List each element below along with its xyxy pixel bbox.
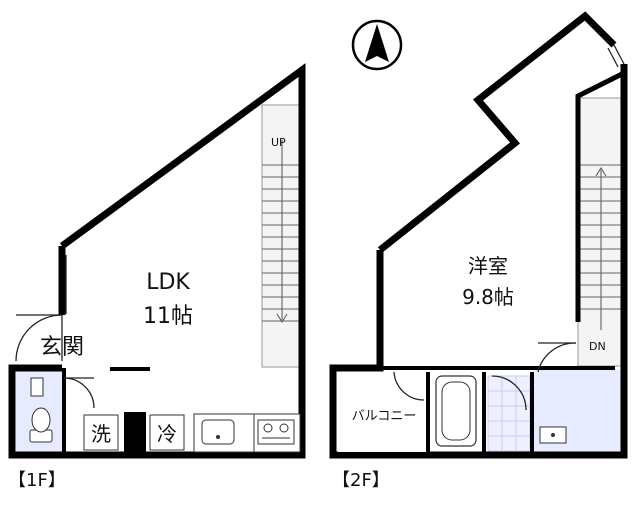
washer-box	[83, 414, 119, 451]
north-arrow-icon	[351, 19, 403, 71]
floor-tile	[515, 435, 531, 452]
floor1-label: 【1F】	[8, 470, 66, 491]
floor-tile	[515, 390, 531, 407]
room-name-western: 洋室	[468, 254, 508, 278]
entrance-label: 玄関	[40, 335, 84, 360]
entrance-door	[15, 314, 63, 362]
floor-tile	[515, 420, 531, 437]
floor-tile	[501, 405, 517, 422]
fridge-box	[149, 414, 185, 451]
stairs-down-label: DN	[589, 340, 606, 353]
floor2-label: 【2F】	[332, 470, 390, 491]
balcony-label: バルコニー	[352, 409, 417, 424]
floor-tile	[487, 435, 503, 452]
toilet-icon	[29, 377, 53, 443]
room-name-ldk: LDK	[146, 270, 190, 295]
floor2-plan: DN バルコニー 洋室 9.8帖	[329, 11, 628, 459]
floor-tile	[501, 435, 517, 452]
floor-tile	[501, 390, 517, 407]
room-size-ldk: 11帖	[143, 304, 193, 329]
pillar	[124, 412, 146, 454]
stove-icon	[257, 419, 295, 445]
stairs-1f: UP	[261, 104, 303, 368]
stairs-2f: DN	[577, 97, 625, 367]
floor-tile	[487, 375, 503, 392]
floor-tile	[501, 420, 517, 437]
kitchen-counter	[193, 413, 301, 453]
floor-tile	[487, 405, 503, 422]
sink-icon	[201, 419, 235, 445]
floor-tile	[487, 420, 503, 437]
room-size-western: 9.8帖	[462, 285, 514, 309]
stairs-up-label: UP	[271, 136, 286, 149]
floor-tile	[487, 390, 503, 407]
fridge-label: 冷	[157, 422, 177, 446]
floor-tile	[515, 405, 531, 422]
bath-tiles	[487, 375, 531, 452]
floor1-plan: UP 洗 冷	[8, 63, 306, 459]
washer-label: 洗	[91, 422, 111, 446]
